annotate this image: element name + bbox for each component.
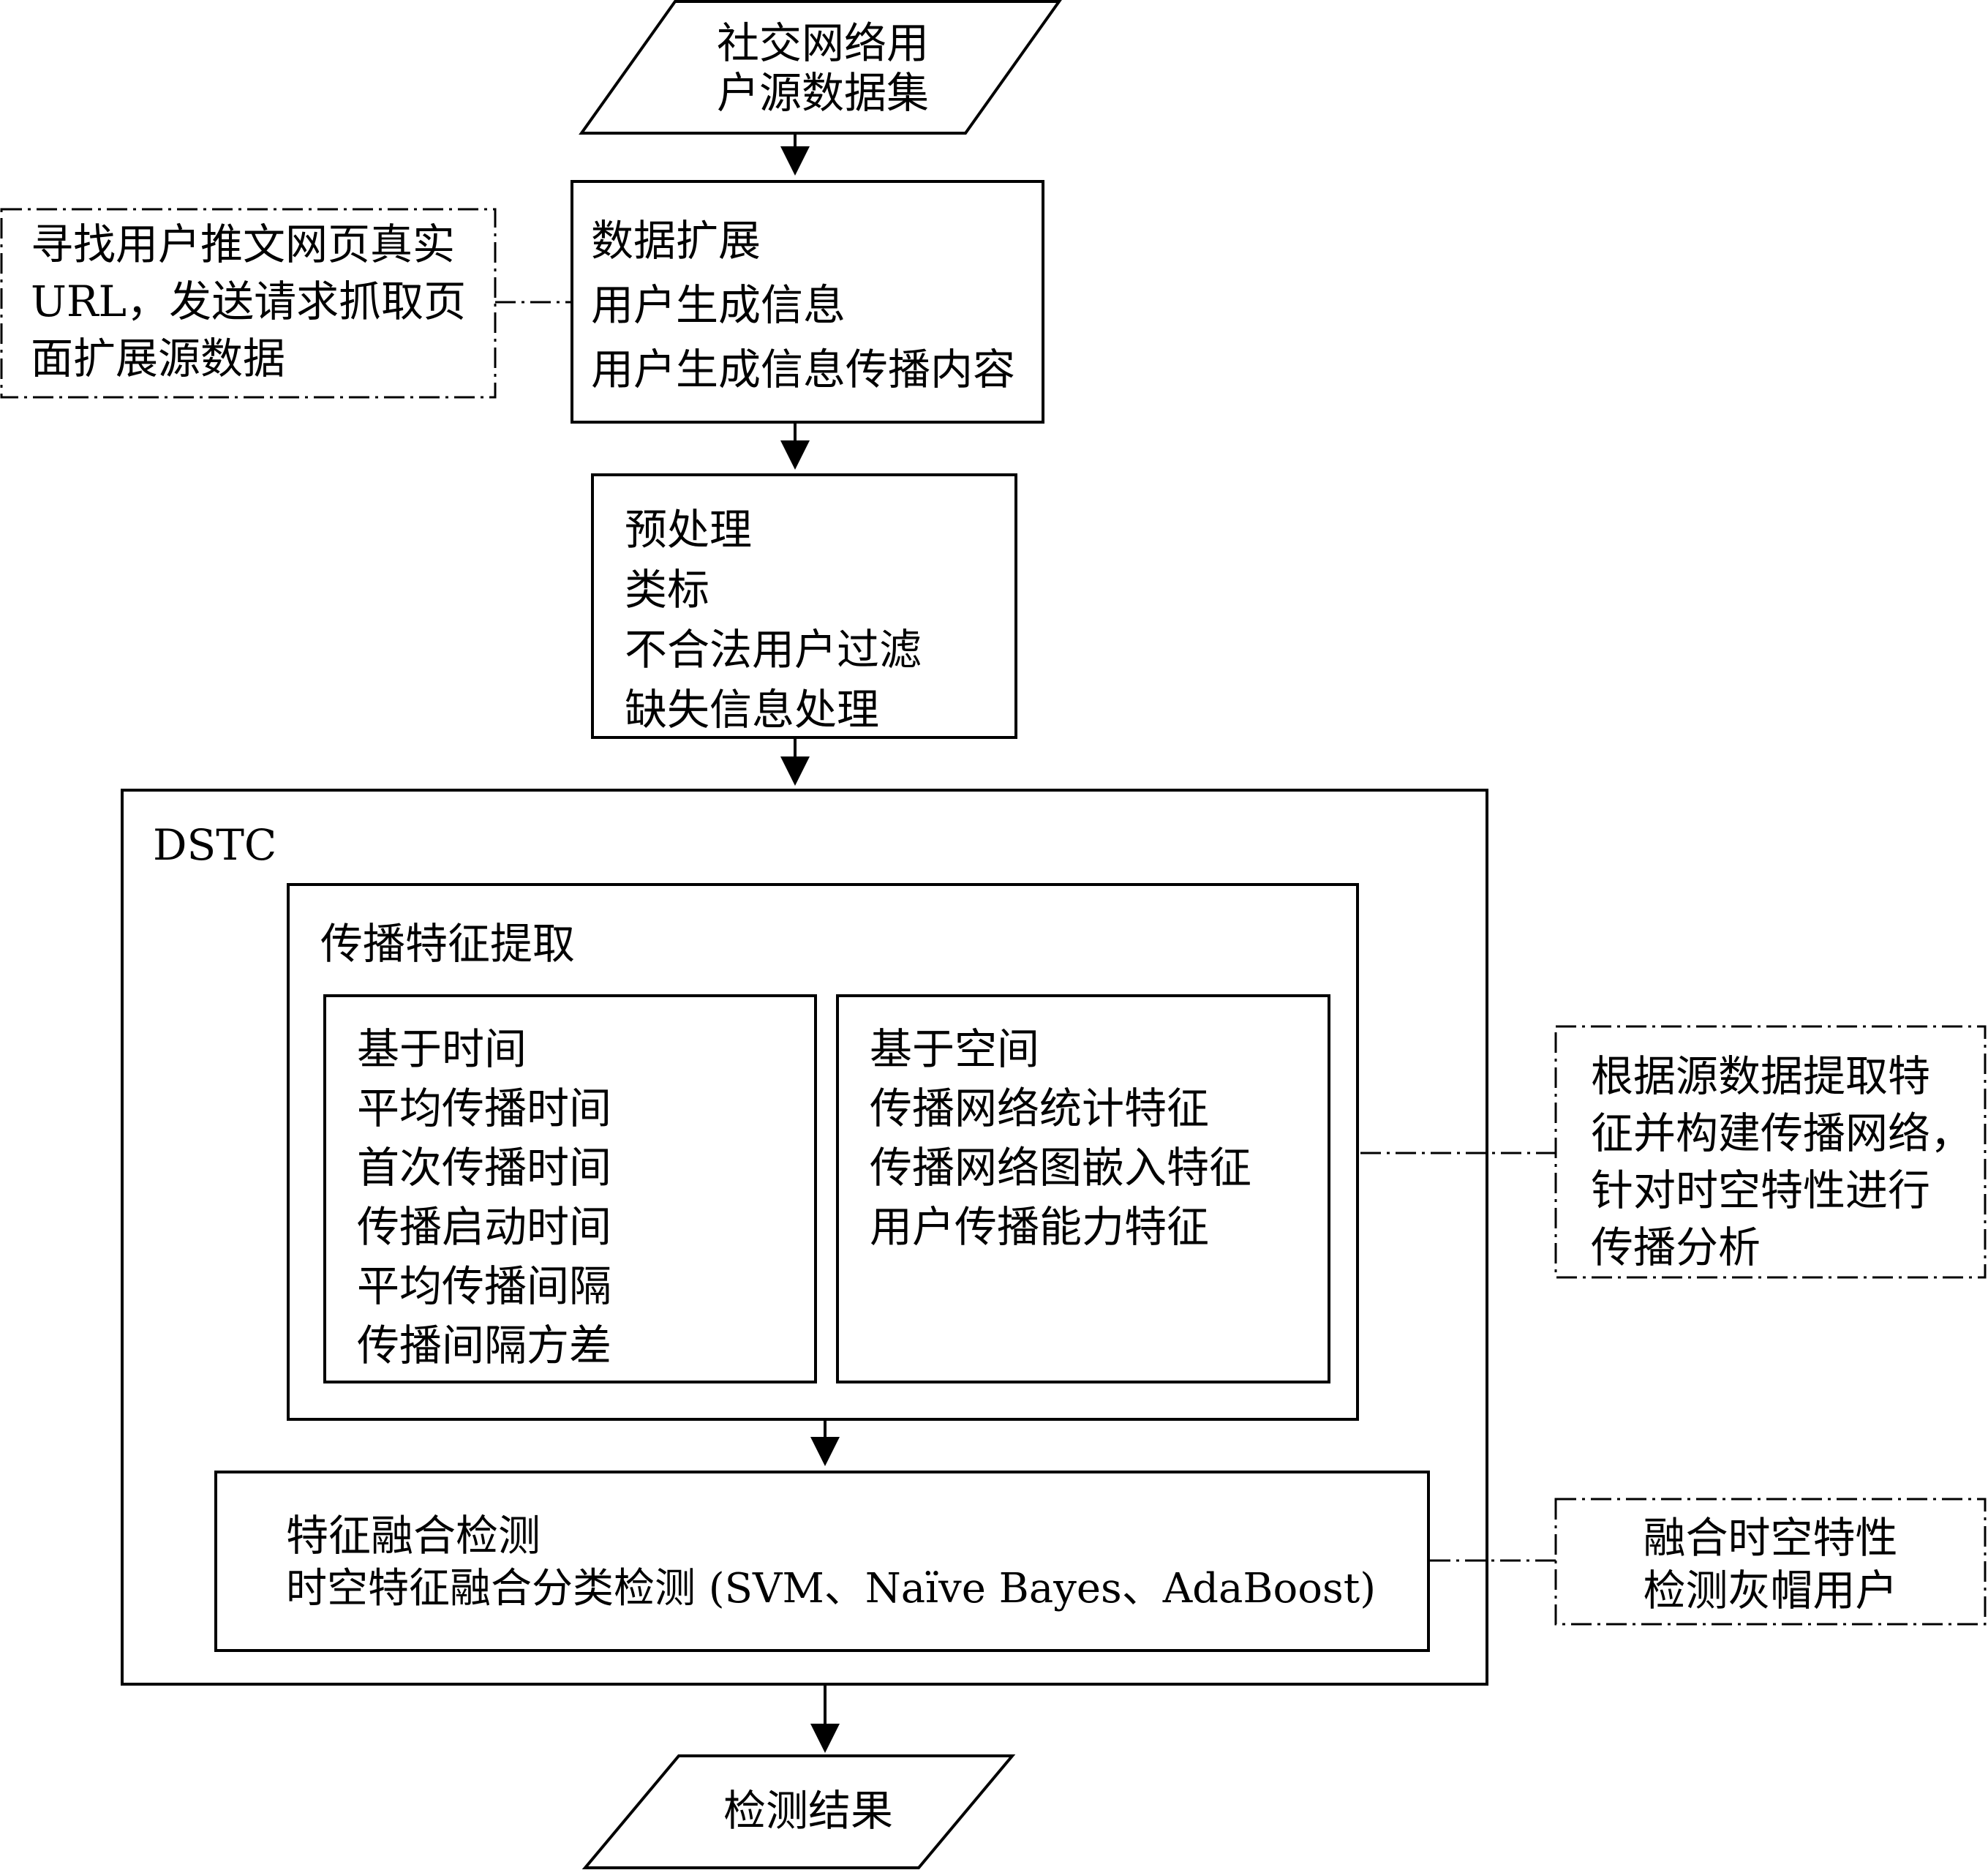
source-dataset-line-1: 社交网络用 <box>716 18 929 68</box>
feature-fusion-title: 特征融合检测 <box>286 1511 541 1561</box>
feature-fusion-detection-box: 特征融合检测 时空特征融合分类检测 (SVM、Naïve Bayes、AdaBo… <box>214 1471 1430 1652</box>
preprocessing-text: 预处理 类标 不合法用户过滤 缺失信息处理 <box>625 508 922 731</box>
space-based-features-box: 基于空间 传播网络统计特征 传播网络图嵌入特征 用户传播能力特征 <box>836 994 1330 1383</box>
fusion-note-line: 检测灰帽用户 <box>1643 1566 1898 1615</box>
network-note-text: 根据源数据提取特 征并构建传播网络， 针对时空特性进行 传播分析 <box>1591 1055 1973 1269</box>
time-based-features-text: 基于时间 平均传播时间 首次传播时间 传播启动时间 平均传播间隔 传播间隔方差 <box>357 1028 611 1367</box>
data-expansion-title: 数据扩展 <box>591 216 761 266</box>
space-feature-item: 传播网络统计特征 <box>870 1084 1210 1133</box>
crawl-note-frame <box>0 208 497 399</box>
data-expansion-box: 数据扩展 用户生成信息 用户生成信息传播内容 <box>571 180 1044 424</box>
data-expansion-item: 用户生成信息传播内容 <box>591 345 1016 394</box>
dstc-container: DSTC <box>121 789 1488 1686</box>
time-feature-item: 首次传播时间 <box>357 1143 612 1193</box>
time-feature-item: 传播启动时间 <box>357 1202 612 1252</box>
space-feature-item: 传播网络图嵌入特征 <box>870 1143 1252 1193</box>
source-dataset-label: 社交网络用 户源数据集 <box>680 22 965 114</box>
fusion-note-line: 融合时空特性 <box>1643 1513 1898 1563</box>
network-note-frame <box>1554 1025 1987 1279</box>
fusion-note-frame <box>1554 1498 1987 1626</box>
time-feature-item: 平均传播时间 <box>357 1084 612 1133</box>
source-dataset-shape <box>579 0 1062 135</box>
crawl-note-line: 面扩展源数据 <box>31 334 286 383</box>
preprocessing-item: 类标 <box>625 565 710 615</box>
crawl-note-line: 寻找用户推文网页真实 <box>31 219 456 269</box>
source-dataset-line-2: 户源数据集 <box>716 68 929 118</box>
preprocessing-box: 预处理 类标 不合法用户过滤 缺失信息处理 <box>591 473 1017 739</box>
time-feature-item: 传播间隔方差 <box>357 1321 612 1370</box>
time-feature-item: 平均传播间隔 <box>357 1261 612 1311</box>
network-note-line: 针对时空特性进行 <box>1591 1165 1931 1215</box>
propagation-feature-extraction-title: 传播特征提取 <box>320 919 576 969</box>
crawl-note-line: URL，发送请求抓取页 <box>31 277 467 326</box>
crawl-note-text: 寻找用户推文网页真实 URL，发送请求抓取页 面扩展源数据 <box>31 223 466 380</box>
feature-fusion-detection-text: 特征融合检测 时空特征融合分类检测 (SVM、Naïve Bayes、AdaBo… <box>286 1514 1376 1610</box>
preprocessing-title: 预处理 <box>625 505 753 555</box>
feature-fusion-methods: 时空特征融合分类检测 (SVM、Naïve Bayes、AdaBoost) <box>286 1565 1377 1612</box>
data-expansion-item: 用户生成信息 <box>591 280 846 330</box>
detection-result-shape <box>581 1754 1016 1869</box>
fusion-note-text: 融合时空特性 检测灰帽用户 <box>1556 1517 1985 1612</box>
preprocessing-item: 不合法用户过滤 <box>625 625 922 675</box>
detection-result-label: 检测结果 <box>723 1786 893 1836</box>
time-based-title: 基于时间 <box>357 1024 527 1074</box>
network-note-line: 传播分析 <box>1591 1223 1761 1272</box>
preprocessing-item: 缺失信息处理 <box>625 685 880 735</box>
space-based-features-text: 基于空间 传播网络统计特征 传播网络图嵌入特征 用户传播能力特征 <box>870 1028 1251 1248</box>
network-note-line: 根据源数据提取特 <box>1591 1051 1931 1101</box>
space-feature-item: 用户传播能力特征 <box>870 1202 1210 1252</box>
space-based-title: 基于空间 <box>870 1024 1040 1074</box>
time-based-features-box: 基于时间 平均传播时间 首次传播时间 传播启动时间 平均传播间隔 传播间隔方差 <box>323 994 817 1383</box>
dstc-label: DSTC <box>153 820 277 870</box>
data-expansion-text: 数据扩展 用户生成信息 用户生成信息传播内容 <box>591 219 1015 391</box>
network-note-line: 征并构建传播网络， <box>1591 1108 1973 1158</box>
